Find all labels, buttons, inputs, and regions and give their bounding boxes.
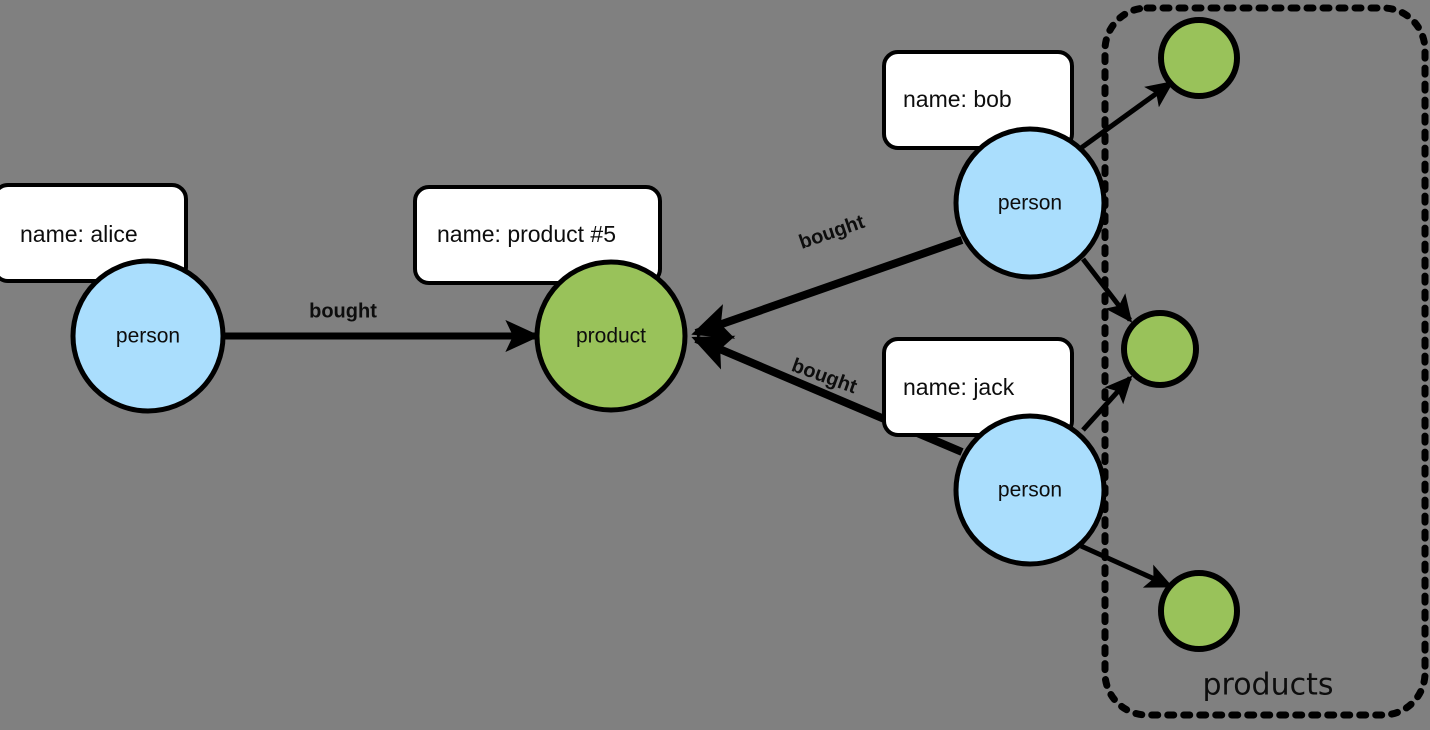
- note-text: name: alice: [20, 221, 138, 247]
- note-text: name: product #5: [437, 221, 616, 247]
- node-label: person: [998, 192, 1062, 215]
- node-label: product: [576, 325, 646, 348]
- node-person[interactable]: [70, 258, 226, 414]
- edge-line[interactable]: [691, 236, 964, 339]
- edge-label: bought: [309, 300, 377, 322]
- nodes-layer: person product person person: [70, 17, 1240, 652]
- note-box[interactable]: [0, 183, 188, 283]
- note-text: name: jack: [903, 374, 1015, 400]
- edge-label: bought: [796, 211, 868, 254]
- node-person[interactable]: [953, 126, 1107, 280]
- node-product[interactable]: [1121, 310, 1199, 388]
- node-product[interactable]: [1158, 570, 1240, 652]
- node-person[interactable]: [953, 413, 1107, 567]
- edge-line[interactable]: [1081, 257, 1133, 323]
- note-text: name: bob: [903, 86, 1012, 112]
- note-box[interactable]: [413, 185, 662, 285]
- edge-line[interactable]: [1081, 375, 1133, 432]
- node-product[interactable]: [1158, 17, 1240, 99]
- edge-line[interactable]: [1079, 80, 1174, 151]
- group-products: products: [1101, 4, 1429, 719]
- group-products-border: [1101, 4, 1429, 719]
- group-products-label: products: [1202, 668, 1333, 703]
- node-label: person: [116, 325, 180, 348]
- node-product[interactable]: [534, 259, 688, 413]
- node-label: person: [998, 479, 1062, 502]
- notes-layer: name: alice name: product #5 name: bob name…: [0, 50, 1074, 437]
- edge-line[interactable]: [1079, 543, 1174, 589]
